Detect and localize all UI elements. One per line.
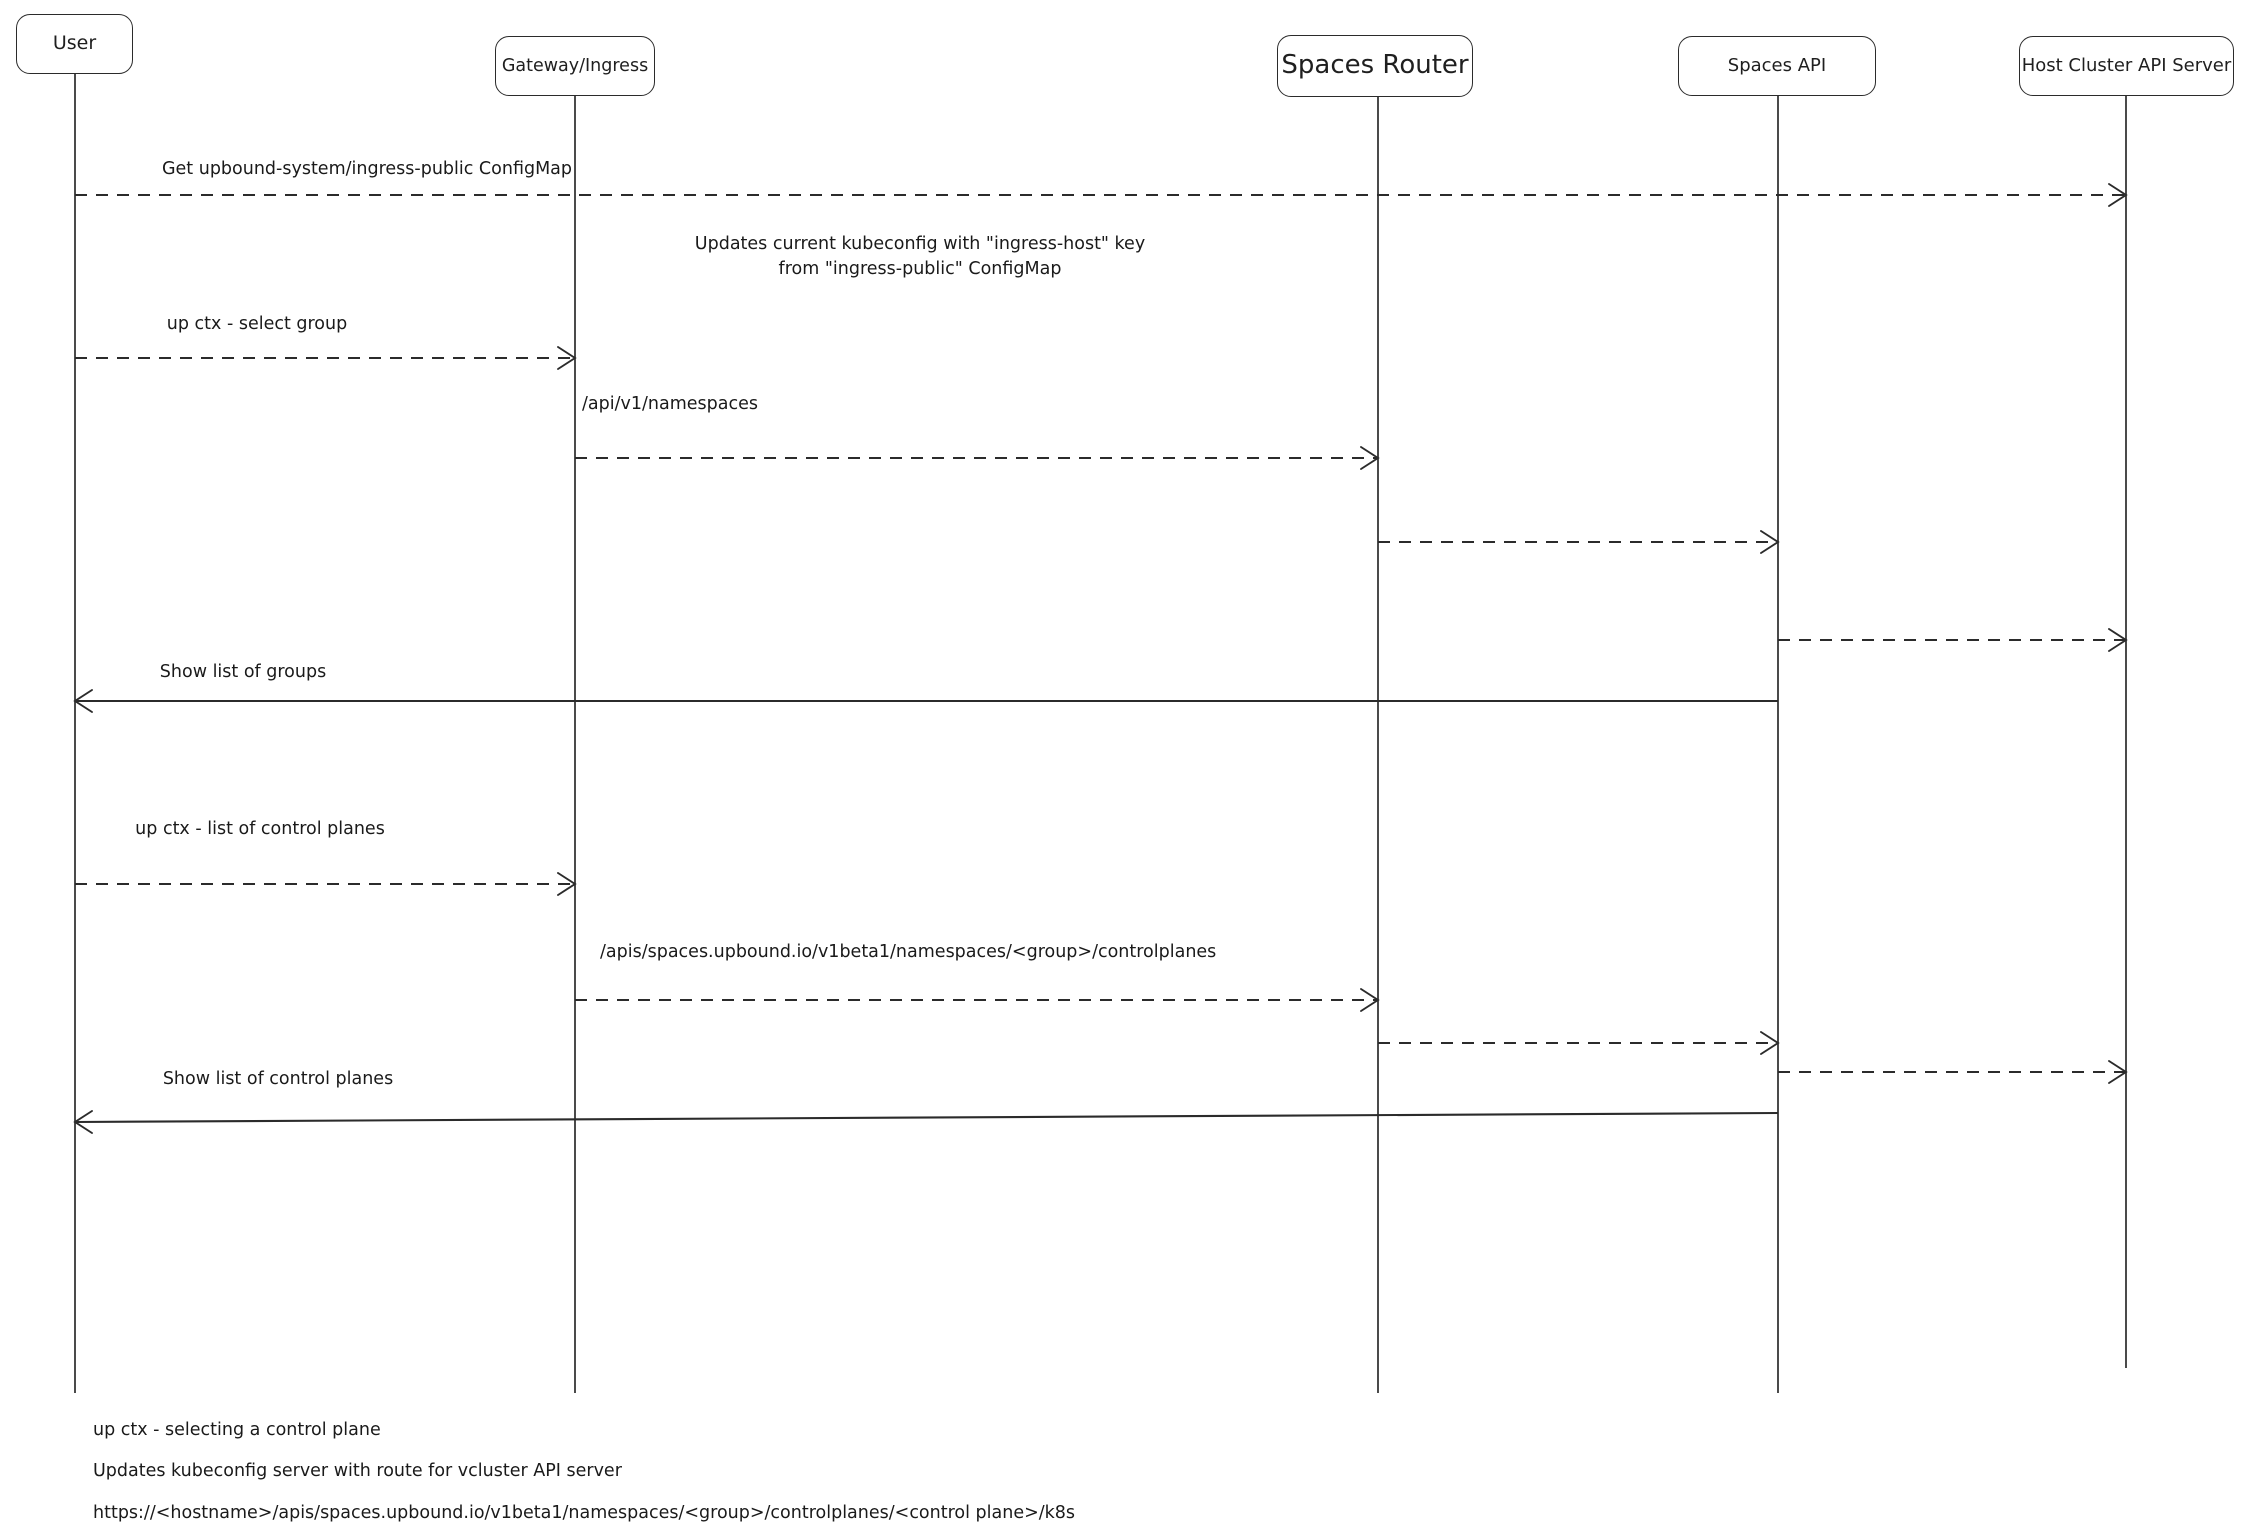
- participant-label: User: [52, 32, 97, 55]
- message-line: [74, 1111, 1779, 1124]
- message-m7: [75, 872, 577, 896]
- participant-label: Spaces Router: [1281, 50, 1469, 81]
- message-m9: [1378, 1031, 1780, 1055]
- message-m6: [73, 689, 1778, 713]
- footer-note-fn2: Updates kubeconfig server with route for…: [93, 1461, 622, 1481]
- note-line: from "ingress-public" ConfigMap: [778, 259, 1062, 280]
- message-label-m7: up ctx - list of control planes: [135, 819, 385, 839]
- message-m3: [575, 446, 1380, 470]
- note-note-kubeconfig: Updates current kubeconfig with "ingress…: [695, 232, 1145, 283]
- participant-label: Gateway/Ingress: [501, 55, 649, 76]
- message-label-m1: Get upbound-system/ingress-public Config…: [161, 159, 573, 179]
- participant-router[interactable]: Spaces Router: [1277, 35, 1473, 97]
- message-label-m11: Show list of control planes: [162, 1069, 394, 1089]
- participant-user[interactable]: User: [16, 14, 133, 74]
- participant-label: Host Cluster API Server: [2021, 54, 2232, 76]
- message-label-m8: /apis/spaces.upbound.io/v1beta1/namespac…: [600, 942, 1217, 962]
- footer-note-fn3: https://<hostname>/apis/spaces.upbound.i…: [93, 1503, 1076, 1523]
- note-line: Updates current kubeconfig with "ingress…: [694, 234, 1146, 254]
- message-label-m3: /api/v1/namespaces: [582, 394, 758, 414]
- message-m1: [75, 183, 2128, 207]
- participant-spaces_api[interactable]: Spaces API: [1678, 36, 1876, 96]
- participant-gateway[interactable]: Gateway/Ingress: [495, 36, 655, 96]
- participant-host_api[interactable]: Host Cluster API Server: [2019, 36, 2234, 96]
- message-m4: [1378, 530, 1780, 554]
- message-m2: [75, 346, 577, 370]
- footer-note-fn1: up ctx - selecting a control plane: [93, 1420, 381, 1440]
- message-label-m6: Show list of groups: [159, 662, 327, 682]
- message-m5: [1778, 628, 2128, 652]
- message-m11: [73, 1110, 1779, 1134]
- message-m8: [575, 988, 1380, 1012]
- participant-label: Spaces API: [1727, 54, 1827, 76]
- message-m10: [1778, 1060, 2128, 1084]
- message-label-m2: up ctx - select group: [166, 314, 348, 334]
